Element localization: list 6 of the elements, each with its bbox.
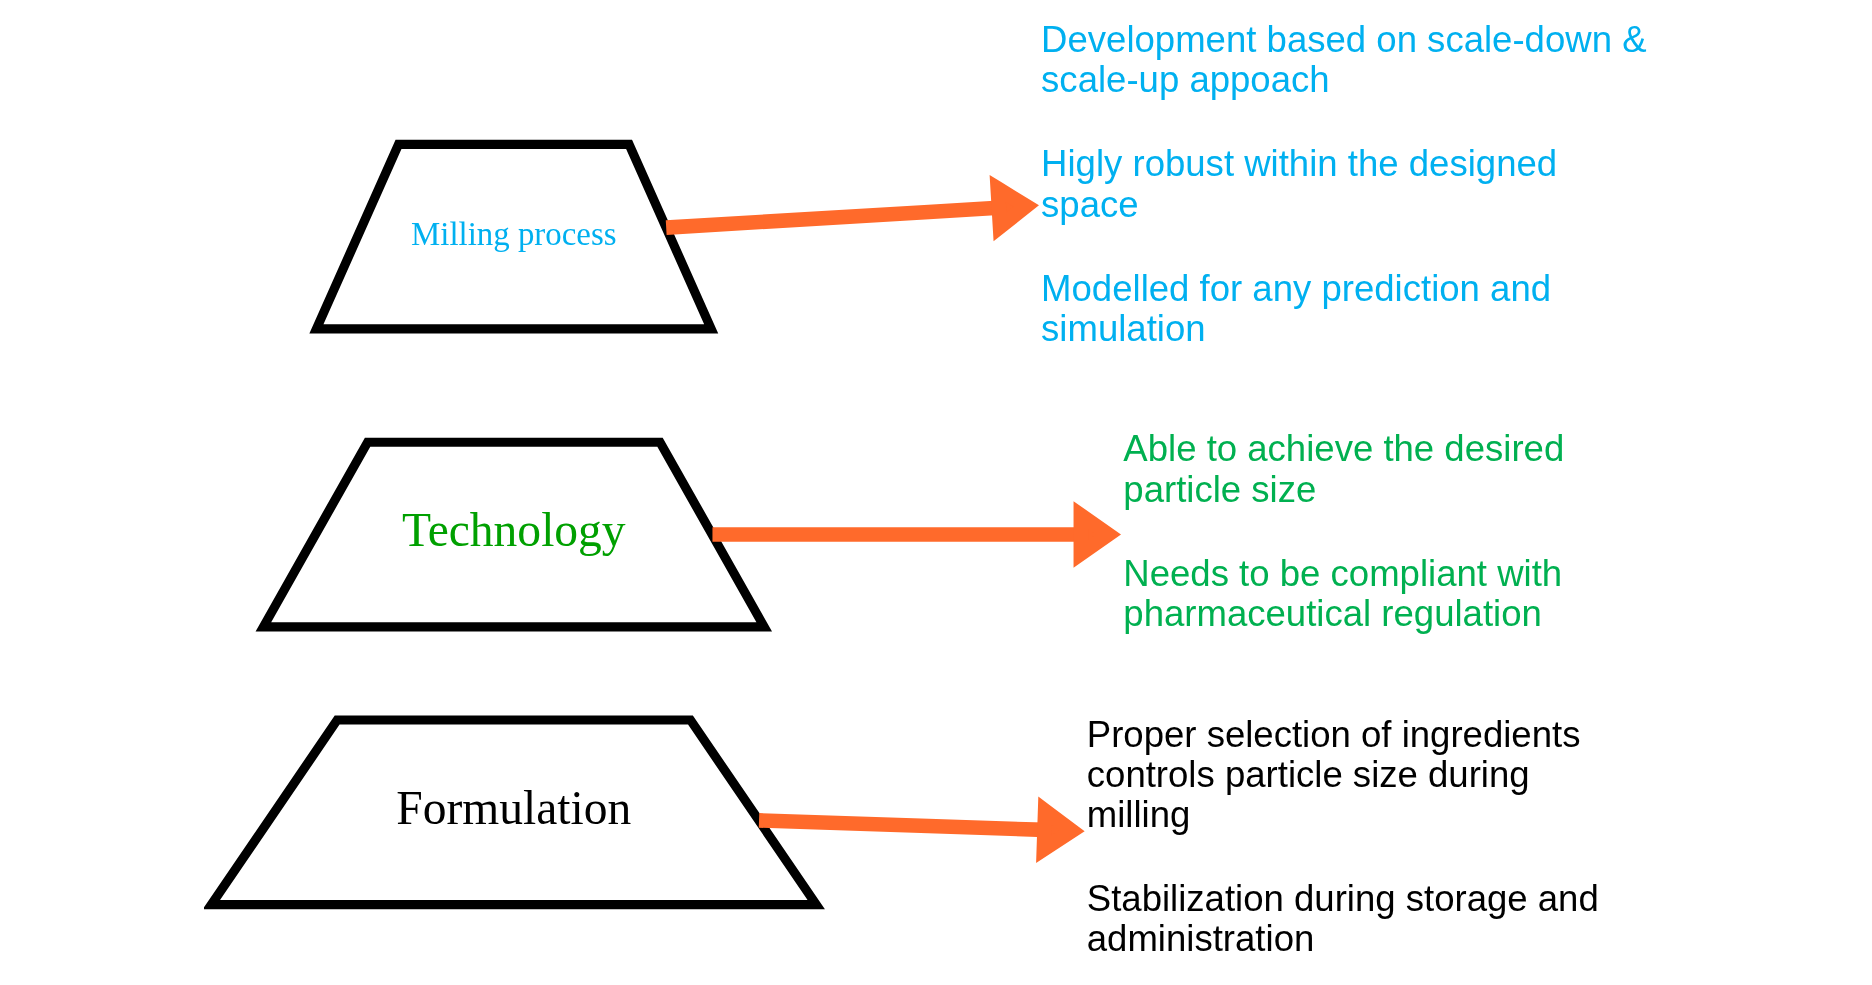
arrow <box>712 501 1121 568</box>
node-text: Able to achieve the desired particle size Needs to be compliant with pharmaceutical regulation <box>1123 428 1565 634</box>
arrow <box>665 175 1039 242</box>
node-text: Development based on scale-down & scale-up appoach Higly robust within the designed space Modelled for any prediction and simulation <box>1041 19 1647 349</box>
node-text: Proper selection of ingredients controls particle size during milling Stabilization during storage and administration <box>1086 713 1599 960</box>
arrow <box>758 796 1085 863</box>
